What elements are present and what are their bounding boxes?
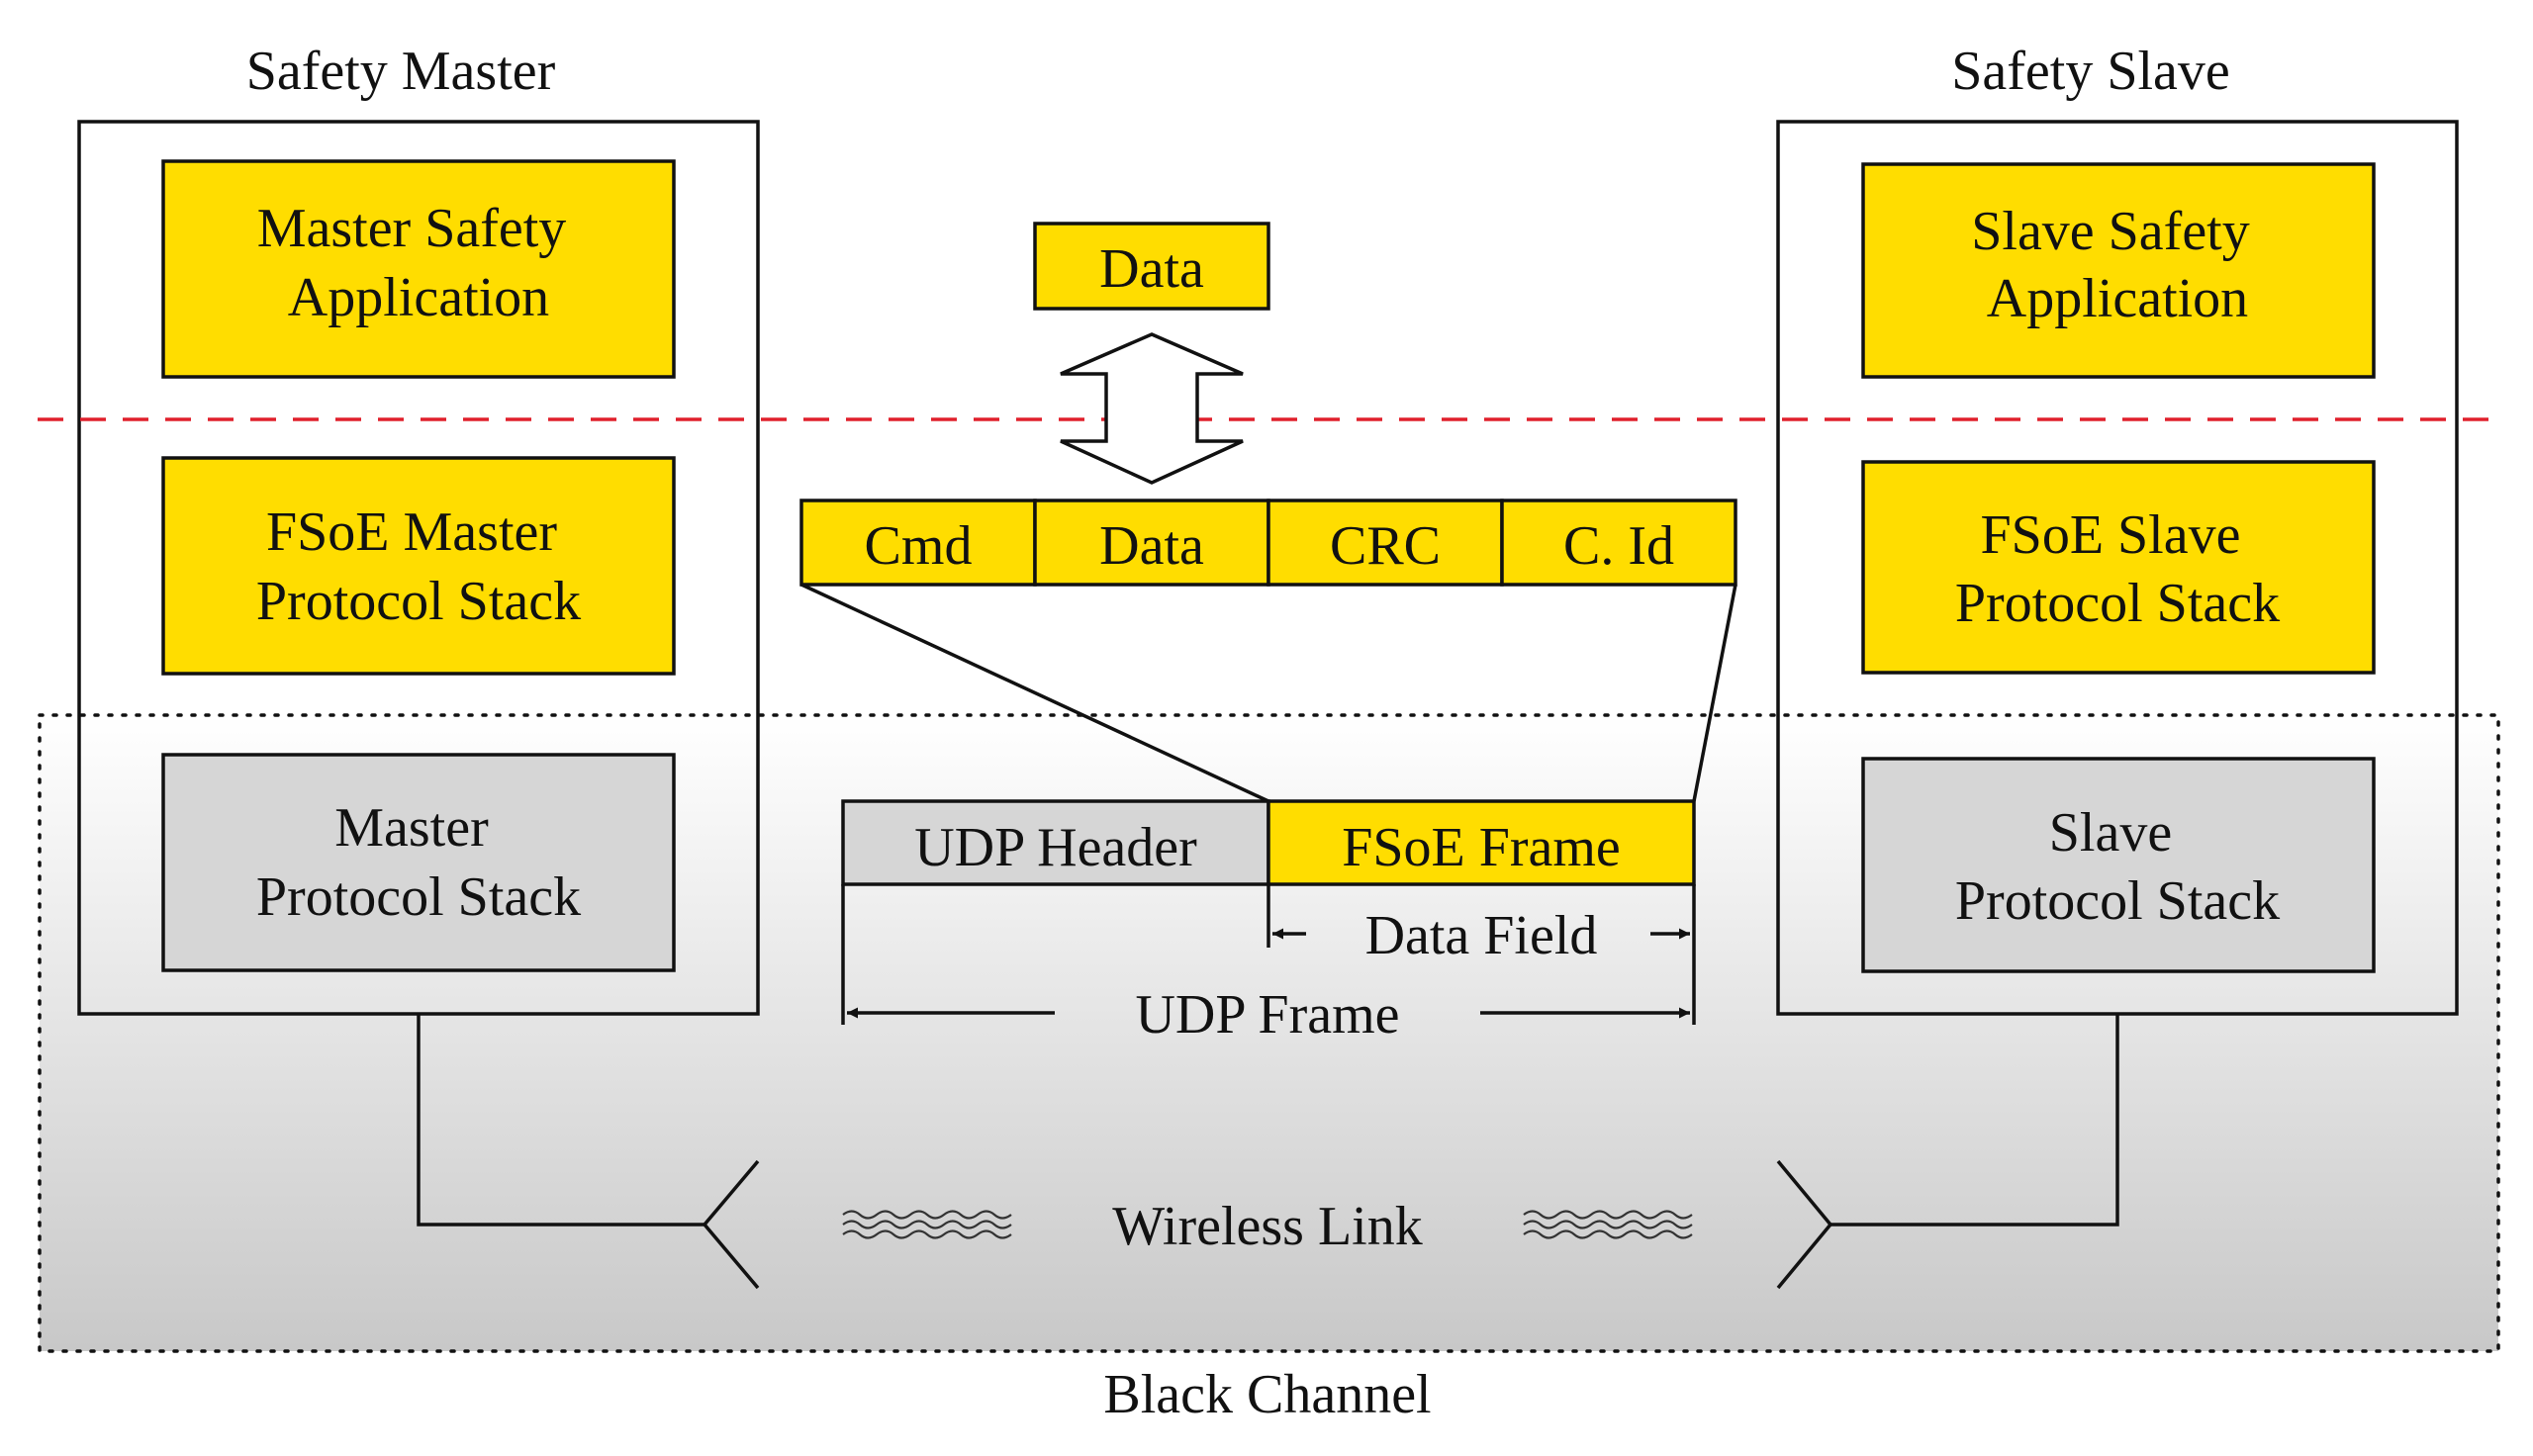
field-crc-box [1266,499,1504,587]
safety-slave-title: Safety Slave [1951,41,2229,102]
data-box-label: Data [1099,238,1204,300]
fsoe-frame-box [1266,799,1696,886]
master-safety-application-box [161,159,676,379]
field-data-label: Data [1099,515,1204,577]
fsoe-master-stack-box [161,456,676,676]
data-field-label: Data Field [1365,905,1598,966]
master-protocol-stack-box [161,753,676,972]
fsoe-frame-fields: Cmd Data CRC C. Id [799,499,1737,587]
field-cmd-box [799,499,1037,587]
udp-header-label: UDP Header [914,817,1197,878]
fsoe-slave-stack-label: FSoE Slave Protocol Stack [1955,504,2280,634]
wireless-link-label: Wireless Link [1112,1196,1422,1257]
fsoe-frame-label: FSoE Frame [1342,817,1621,878]
udp-header-box [841,799,1270,886]
field-crc-label: CRC [1330,515,1441,577]
master-safety-application-label: Master Safety Application [257,198,581,328]
master-antenna-icon [703,1159,760,1290]
slave-safety-application-label: Slave Safety Application [1971,201,2263,329]
data-exchange-arrow [1060,332,1244,485]
slave-safety-application-box [1861,162,2376,379]
slave-protocol-stack-label: Slave Protocol Stack [1955,802,2280,932]
black-channel-label: Black Channel [1103,1364,1431,1425]
master-protocol-stack-label: Master Protocol Stack [256,797,581,928]
slave-antenna-cable [1830,1014,2119,1227]
safety-master-title: Safety Master [246,41,556,102]
right-radio-wave-icon [1523,1210,1693,1239]
slave-antenna-icon [1776,1159,1832,1290]
left-radio-wave-icon [842,1210,1012,1239]
expansion-line-right [1692,584,1737,802]
data-box [1033,222,1270,311]
fsoe-master-stack-label: FSoE Master Protocol Stack [256,501,581,632]
fsoe-slave-stack-box [1861,460,2376,675]
field-cmd-label: Cmd [865,515,973,577]
field-data-box [1033,499,1270,587]
slave-protocol-stack-box [1861,757,2376,973]
master-antenna-cable [417,1014,704,1227]
expansion-line-left [800,583,1269,803]
field-cid-box [1500,499,1737,587]
field-cid-label: C. Id [1563,515,1674,577]
udp-frame-label: UDP Frame [1135,984,1399,1046]
